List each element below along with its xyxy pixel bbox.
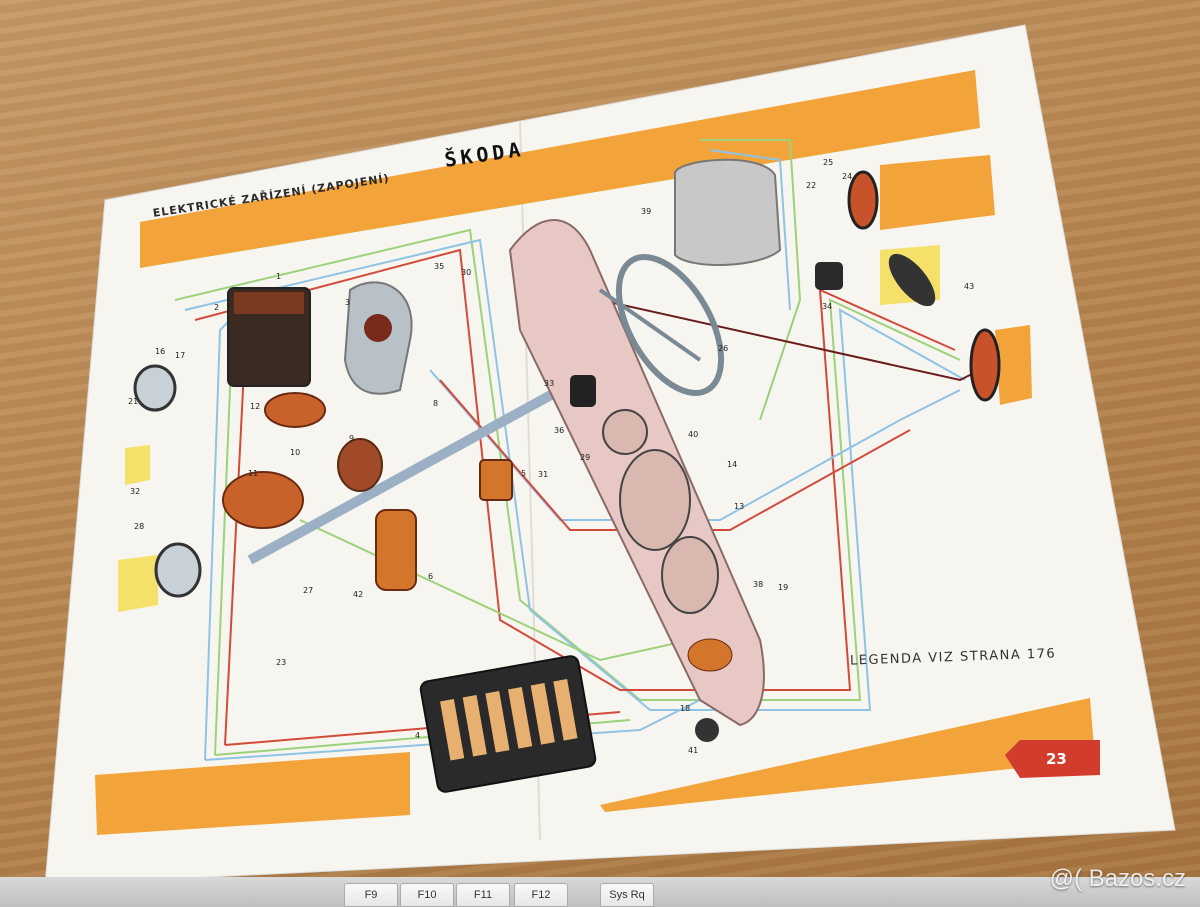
part-number-label: 34 — [822, 302, 833, 311]
keyboard: F9 F10 F11 F12 Sys Rq — [0, 877, 1200, 907]
keyboard-key: F10 — [400, 883, 454, 907]
part-number-label: 36 — [554, 426, 565, 435]
part-number-label: 8 — [433, 399, 439, 408]
yellow-patch-left-2 — [125, 445, 150, 485]
switch-34 — [815, 262, 843, 290]
part-number-label: 42 — [353, 590, 364, 599]
gauge-clock — [602, 409, 648, 455]
part-number-label: 40 — [688, 430, 699, 439]
page-number-tag — [1005, 740, 1100, 778]
part-number-label: 13 — [734, 502, 745, 511]
part-number-label: 39 — [641, 207, 652, 216]
part-number-label: 43 — [964, 282, 975, 291]
fuse-box — [419, 655, 597, 793]
part-number-label: 6 — [428, 572, 434, 581]
part-number-label: 10 — [290, 448, 301, 457]
part-number-label: 22 — [806, 181, 817, 190]
keyboard-key: Sys Rq — [600, 883, 654, 907]
part-number-label: 21 — [128, 397, 139, 406]
part-number-label: 28 — [134, 522, 145, 531]
part-number-label: 19 — [778, 583, 789, 592]
header-band — [140, 70, 980, 268]
part-number-label: 38 — [753, 580, 764, 589]
watermark: @( Bazos.cz — [1049, 865, 1186, 892]
distributor — [337, 438, 383, 492]
steering-wheel — [615, 254, 725, 396]
footer-band-left — [95, 752, 410, 835]
part-number-label: 5 — [521, 469, 527, 478]
part-number-label: 11 — [248, 469, 259, 478]
gauge-speedometer — [619, 449, 691, 551]
part-number-label: 27 — [303, 586, 314, 595]
dynamo — [222, 471, 304, 529]
part-number-label: 1 — [276, 272, 282, 281]
part-number-label: 16 — [155, 347, 166, 356]
part-number-label: 31 — [538, 470, 549, 479]
tail-lamp-top — [847, 170, 879, 230]
part-number-label: 2 — [214, 303, 220, 312]
number-plate-lamp — [888, 253, 936, 307]
part-number-label: 41 — [688, 746, 699, 755]
headlamp-left-bottom — [154, 542, 202, 598]
gauge-fuel — [661, 536, 719, 614]
voltage-regulator — [479, 459, 513, 501]
horn-button — [695, 718, 719, 742]
part-number-label: 35 — [434, 262, 445, 271]
part-number-label: 32 — [130, 487, 141, 496]
part-number-label: 3 — [345, 298, 351, 307]
horn — [687, 638, 733, 672]
keyboard-key: F9 — [344, 883, 398, 907]
fuel-tank — [674, 158, 782, 267]
keyboard-key: F12 — [514, 883, 568, 907]
starter — [264, 392, 326, 428]
part-number-label: 4 — [415, 731, 421, 740]
headlamp-left-top — [133, 364, 177, 412]
part-number-label: 33 — [544, 379, 555, 388]
yellow-patch-left — [118, 555, 158, 612]
tail-lamp-bottom — [969, 328, 1001, 402]
part-number-label: 23 — [276, 658, 287, 667]
part-number-label: 25 — [823, 158, 834, 167]
keyboard-key: F11 — [456, 883, 510, 907]
chevron-strip-right — [995, 325, 1032, 405]
page-number: 23 — [1046, 750, 1067, 768]
part-number-label: 26 — [718, 344, 729, 353]
part-number-label: 12 — [250, 402, 261, 411]
part-number-label: 18 — [680, 704, 691, 713]
switch-33 — [570, 375, 596, 407]
part-number-label: 17 — [175, 351, 186, 360]
part-number-label: 24 — [842, 172, 853, 181]
part-number-label: 30 — [461, 268, 472, 277]
chevron-strip-top — [880, 155, 995, 230]
part-number-label: 29 — [580, 453, 591, 462]
footer-band-right — [600, 698, 1095, 812]
part-number-label: 9 — [349, 434, 355, 443]
part-number-label: 14 — [727, 460, 738, 469]
ignition-coil — [375, 509, 417, 591]
